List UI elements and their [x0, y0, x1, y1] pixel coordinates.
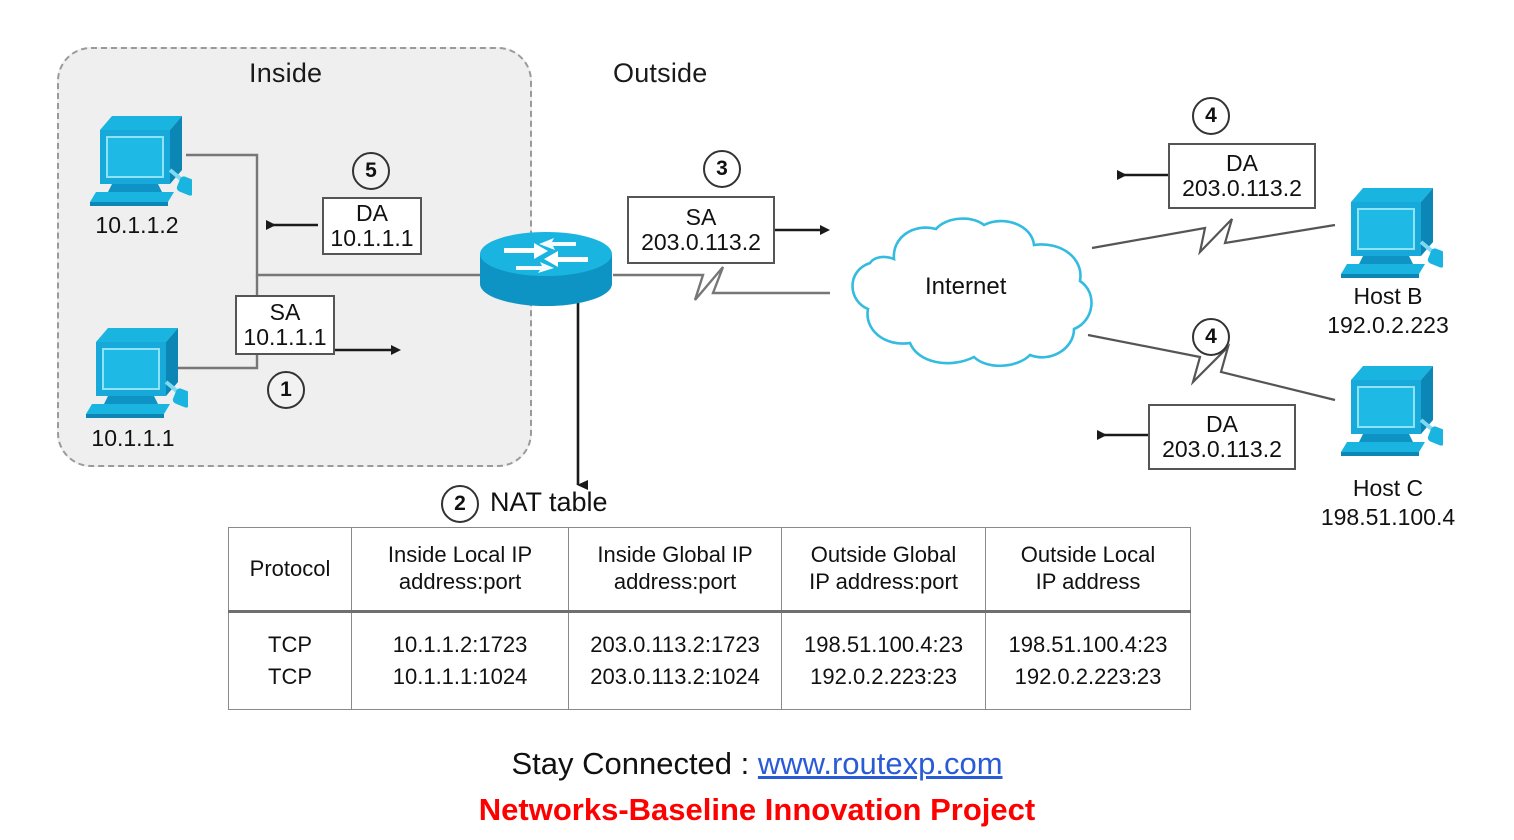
nat-cell-outside-local-r2: 192.0.2.223:23 — [1014, 664, 1162, 689]
packet-box-da-host-b: DA 203.0.113.2 — [1168, 143, 1316, 209]
nat-col-outside-global: Outside Global IP address:port — [781, 527, 987, 613]
host-c-ip: 198.51.100.4 — [1320, 503, 1456, 530]
nat-col-outside-local-line1: Outside Local — [1020, 542, 1156, 568]
pc-label-10-1-1-2: 10.1.1.2 — [95, 212, 179, 238]
host-b-name: Host B — [1353, 283, 1423, 309]
packet-da-hostc-address: 203.0.113.2 — [1162, 436, 1282, 462]
nat-col-inside-global-line1: Inside Global IP — [597, 542, 753, 568]
nat-cell-outside-local: 198.51.100.4:23 192.0.2.223:23 — [985, 611, 1191, 710]
host-b-ip: 192.0.2.223 — [1327, 311, 1449, 338]
nat-cell-outside-global-r1: 198.51.100.4:23 — [804, 632, 964, 658]
nat-col-protocol-line1: Protocol — [249, 555, 331, 581]
nat-cell-inside-global-r1: 203.0.113.2:1723 — [590, 632, 760, 658]
step-marker-4-host-b: 4 — [1192, 97, 1230, 135]
step-marker-1: 1 — [267, 371, 305, 409]
nat-cell-outside-global: 198.51.100.4:23 192.0.2.223:23 — [781, 611, 987, 710]
host-c-name: Host C — [1352, 475, 1424, 501]
step-marker-4-host-c: 4 — [1192, 318, 1230, 356]
packet-da-inside-type: DA — [356, 200, 388, 227]
host-c-label: Host C 198.51.100.4 — [1288, 474, 1488, 532]
nat-cell-inside-global-r2: 203.0.113.2:1024 — [590, 664, 760, 689]
pc-icon-10-1-1-1 — [78, 320, 194, 425]
nat-col-outside-local: Outside Local IP address — [985, 527, 1191, 613]
pc-icon-10-1-1-2 — [82, 108, 198, 213]
pc-icon-host-c — [1333, 358, 1449, 463]
packet-da-hostb-type: DA — [1226, 150, 1258, 177]
nat-col-inside-local-line1: Inside Local IP — [387, 542, 533, 568]
footer-stay-connected: Stay Connected : www.routexp.com — [0, 746, 1514, 782]
packet-sa-outside-type: SA — [685, 204, 717, 231]
outside-zone-label: Outside — [613, 58, 708, 88]
nat-col-protocol: Protocol — [227, 527, 353, 613]
nat-col-inside-local-line2: address:port — [398, 569, 522, 594]
packet-box-sa-outside: SA 203.0.113.2 — [627, 196, 775, 264]
router-icon — [476, 232, 616, 313]
packet-sa-outside-address: 203.0.113.2 — [641, 229, 761, 255]
nat-cell-inside-local-r2: 10.1.1.1:1024 — [392, 664, 528, 689]
packet-sa-inside-type: SA — [269, 299, 301, 326]
packet-sa-inside-address: 10.1.1.1 — [243, 324, 327, 350]
footer-tagline: Networks-Baseline Innovation Project — [478, 792, 1036, 827]
nat-cell-inside-global: 203.0.113.2:1723 203.0.113.2:1024 — [568, 611, 783, 710]
nat-table-header-row: Protocol Inside Local IP address:port In… — [227, 527, 1191, 613]
step-marker-2: 2 — [441, 485, 479, 523]
nat-col-inside-global-line2: address:port — [613, 569, 737, 594]
nat-table-row: TCP TCP 10.1.1.2:1723 10.1.1.1:1024 203.… — [227, 611, 1191, 710]
nat-col-outside-local-line2: IP address — [1035, 569, 1141, 594]
nat-table-title: NAT table — [490, 487, 608, 517]
internet-cloud-icon — [822, 215, 1107, 375]
internet-cloud-label: Internet — [925, 273, 1007, 300]
packet-box-sa-inside: SA 10.1.1.1 — [235, 295, 335, 355]
nat-cell-protocol-r2: TCP — [268, 664, 312, 689]
nat-col-inside-global: Inside Global IP address:port — [568, 527, 783, 613]
nat-cell-inside-local: 10.1.1.2:1723 10.1.1.1:1024 — [351, 611, 570, 710]
nat-cell-outside-global-r2: 192.0.2.223:23 — [810, 664, 957, 689]
packet-box-da-host-c: DA 203.0.113.2 — [1148, 404, 1296, 470]
nat-cell-protocol-r1: TCP — [268, 632, 312, 658]
nat-table: Protocol Inside Local IP address:port In… — [227, 527, 1191, 710]
nat-col-inside-local: Inside Local IP address:port — [351, 527, 570, 613]
pc-label-10-1-1-1: 10.1.1.1 — [91, 425, 175, 451]
packet-da-hostc-type: DA — [1206, 411, 1238, 438]
inside-zone-label: Inside — [249, 58, 323, 88]
nat-cell-outside-local-r1: 198.51.100.4:23 — [1008, 632, 1168, 658]
nat-cell-inside-local-r1: 10.1.1.2:1723 — [392, 632, 528, 658]
packet-da-inside-address: 10.1.1.1 — [330, 225, 414, 251]
step-marker-5: 5 — [352, 152, 390, 190]
packet-da-hostb-address: 203.0.113.2 — [1182, 175, 1302, 201]
host-b-label: Host B 192.0.2.223 — [1288, 282, 1488, 340]
footer-website-link[interactable]: www.routexp.com — [757, 746, 1003, 781]
nat-col-outside-global-line2: IP address:port — [809, 569, 958, 594]
nat-col-outside-global-line1: Outside Global — [810, 542, 957, 568]
pc-icon-host-b — [1333, 180, 1449, 285]
packet-box-da-inside: DA 10.1.1.1 — [322, 197, 422, 255]
step-marker-3: 3 — [703, 150, 741, 188]
footer-prefix: Stay Connected : — [511, 746, 758, 781]
nat-cell-protocol: TCP TCP — [227, 611, 353, 710]
